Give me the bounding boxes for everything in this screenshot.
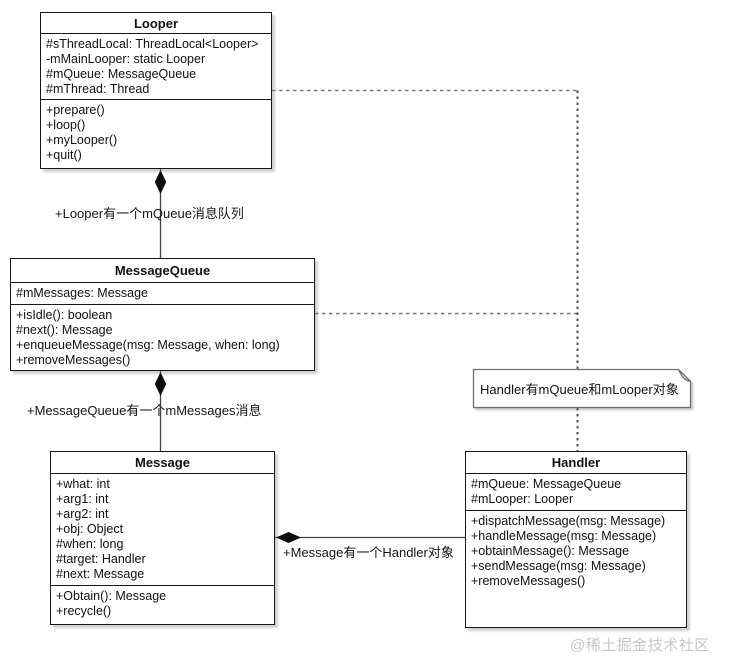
composition-diamond-marker [154,372,167,396]
note-fold-corner [677,369,691,383]
methods-compartment: +prepare() +loop() +myLooper() +quit() [41,100,271,163]
method: +isIdle(): boolean [16,308,113,322]
method: #next(): Message [16,323,113,337]
attribute: -mMainLooper: static Looper [46,52,206,66]
class-title: Looper [41,13,271,34]
edge-label-message-handler: +Message有一个Handler对象 [283,545,454,560]
method: +recycle() [56,604,112,618]
attribute: #mQueue: MessageQueue [471,477,622,491]
method: +quit() [46,148,82,162]
attributes-compartment: #mQueue: MessageQueue #mLooper: Looper [466,474,686,511]
watermark-text: @稀土掘金技术社区 [570,637,710,654]
attribute: #target: Handler [56,552,146,566]
class-title: Handler [466,452,686,474]
note-text: Handler有mQueue和mLooper对象 [480,382,679,397]
methods-compartment: +isIdle(): boolean #next(): Message +enq… [11,305,314,368]
attribute: +arg1: int [56,492,109,506]
method: +sendMessage(msg: Message) [471,559,646,573]
attribute: +what: int [56,477,110,491]
class-box-message: Message +what: int +arg1: int +arg2: int… [50,451,275,625]
method: +removeMessages() [16,353,131,367]
method: +removeMessages() [471,574,586,588]
method: +enqueueMessage(msg: Message, when: long… [16,338,280,352]
attribute: #mThread: Thread [46,82,150,96]
edge-label-looper-mqueue: +Looper有一个mQueue消息队列 [55,206,244,221]
attribute: #mQueue: MessageQueue [46,67,197,81]
method: +obtainMessage(): Message [471,544,630,558]
composition-edge-message-handler [275,532,465,543]
method: +dispatchMessage(msg: Message) [471,514,666,528]
note-outline [472,368,692,409]
attribute: #next: Message [56,567,145,581]
method: +loop() [46,118,86,132]
composition-diamond-marker [154,170,167,194]
methods-compartment: +Obtain(): Message +recycle() [51,586,274,619]
method: +handleMessage(msg: Message) [471,529,657,543]
attributes-compartment: +what: int +arg1: int +arg2: int +obj: O… [51,474,274,586]
method: +myLooper() [46,133,118,147]
composition-diamond-marker [276,532,301,543]
attribute: #mMessages: Message [16,286,149,300]
attribute: #sThreadLocal: ThreadLocal<Looper> [46,37,259,51]
class-box-looper: Looper #sThreadLocal: ThreadLocal<Looper… [40,12,272,169]
class-title: Message [51,452,274,474]
attributes-compartment: #mMessages: Message [11,283,314,305]
attributes-compartment: #sThreadLocal: ThreadLocal<Looper> -mMai… [41,34,271,100]
attribute: #when: long [56,537,124,551]
class-title: MessageQueue [11,259,314,283]
attribute: #mLooper: Looper [471,492,574,506]
method: +Obtain(): Message [56,589,167,603]
attribute: +arg2: int [56,507,109,521]
note-shape [472,368,692,409]
class-box-handler: Handler #mQueue: MessageQueue #mLooper: … [465,451,687,628]
attribute: +obj: Object [56,522,124,536]
edge-label-messagequeue-mmessages: +MessageQueue有一个mMessages消息 [27,403,262,418]
composition-edge-looper-messagequeue [154,168,167,258]
composition-edge-messagequeue-message [154,371,167,451]
method: +prepare() [46,103,105,117]
class-box-messagequeue: MessageQueue #mMessages: Message +isIdle… [10,258,315,371]
methods-compartment: +dispatchMessage(msg: Message) +handleMe… [466,511,686,589]
